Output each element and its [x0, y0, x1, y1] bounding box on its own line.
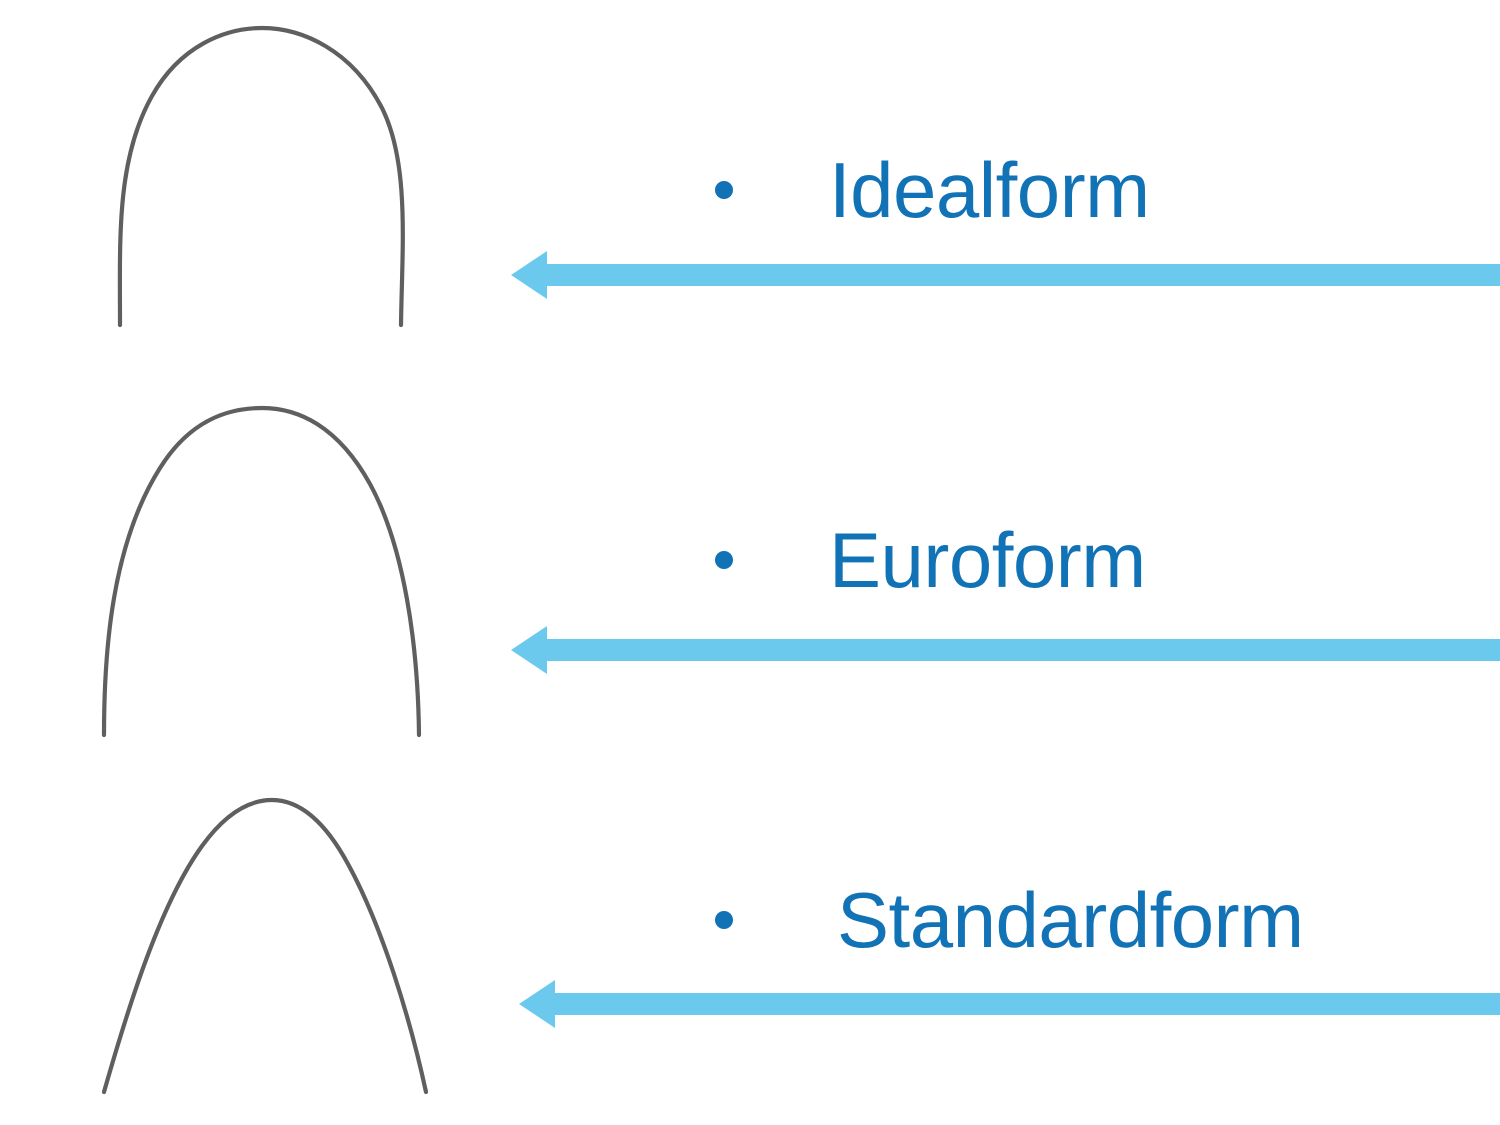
bullet-item-standardform[interactable]: Standardform [715, 872, 1460, 968]
arrow-row-euroform [500, 615, 1500, 685]
archwire-euroform-icon [101, 405, 422, 738]
archwire-euroform-figure [0, 382, 500, 757]
arrow-row-idealform [500, 240, 1500, 310]
left-arrow-icon [511, 251, 1500, 299]
archwire-idealform-icon [117, 25, 405, 328]
bullet-dot-icon [715, 181, 733, 199]
left-arrow-icon [511, 626, 1500, 674]
bullet-label-standardform: Standardform [837, 876, 1304, 964]
bullet-label-euroform: Euroform [829, 516, 1146, 604]
archwire-standardform-icon [101, 797, 429, 1095]
bullet-dot-icon [715, 911, 733, 929]
archwire-idealform-figure [0, 0, 500, 345]
bullet-dot-icon [715, 551, 733, 569]
bullet-item-idealform[interactable]: Idealform [715, 142, 1460, 238]
bullet-label-idealform: Idealform [829, 146, 1150, 234]
left-arrow-icon [519, 980, 1500, 1028]
archwire-standardform-figure [0, 772, 500, 1125]
arrow-row-standardform [500, 968, 1500, 1038]
bullet-item-euroform[interactable]: Euroform [715, 512, 1460, 608]
